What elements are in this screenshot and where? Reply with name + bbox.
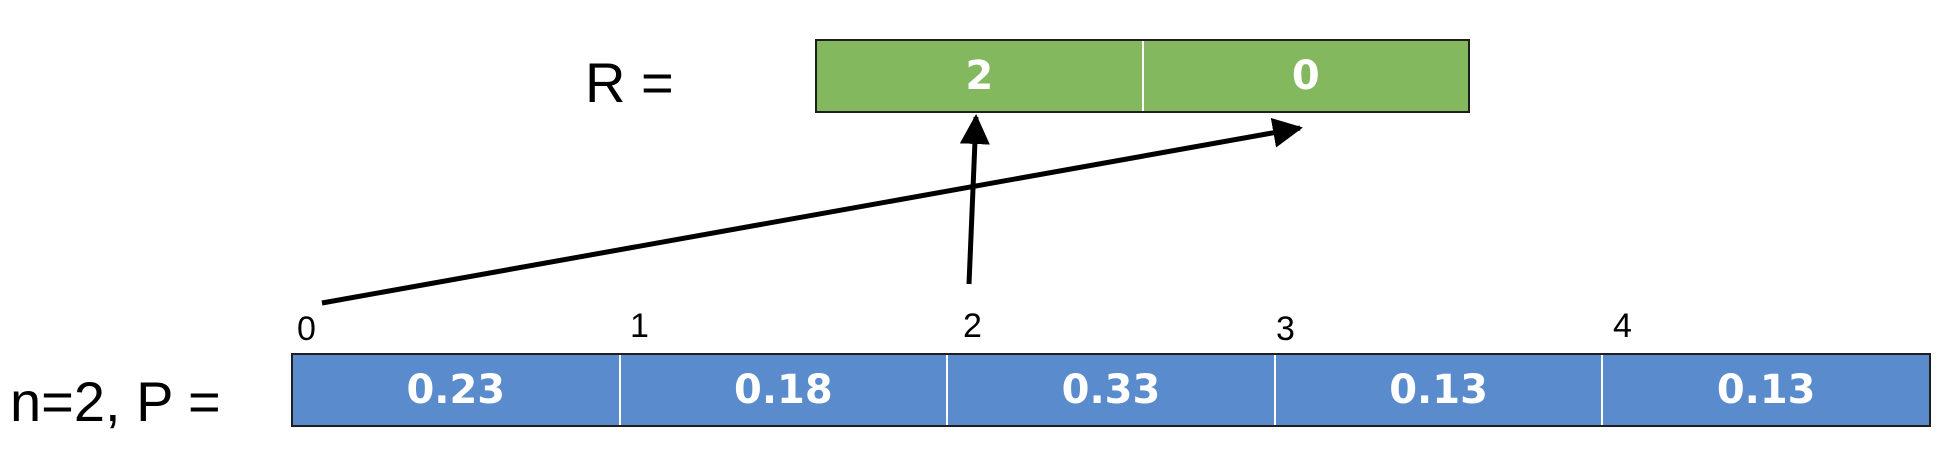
p-index-2: 2 (963, 307, 982, 345)
r-array: 2 0 (815, 39, 1470, 113)
p-cell-4: 0.13 (1716, 367, 1816, 413)
p-cell-0: 0.23 (293, 355, 621, 425)
r-array-label: R = (585, 51, 674, 114)
p-cell-2: 0.33 (948, 355, 1276, 425)
p-cell-3: 0.13 (1276, 355, 1604, 425)
p-index-4: 4 (1613, 307, 1632, 345)
p-index-1: 1 (630, 307, 649, 345)
p-index-3: 3 (1276, 310, 1295, 348)
arrow-index0-to-r1 (321, 117, 1303, 306)
p-cell-1: 0.18 (621, 355, 949, 425)
p-index-0: 0 (297, 310, 316, 348)
r-cell-0: 2 (817, 41, 1144, 111)
r-cell-1: 0 (1291, 53, 1320, 99)
p-array-label: n=2, P = (10, 370, 221, 433)
p-array: 0.23 0.18 0.33 0.13 0.13 (291, 353, 1931, 427)
arrow-index2-to-r0 (959, 114, 990, 285)
